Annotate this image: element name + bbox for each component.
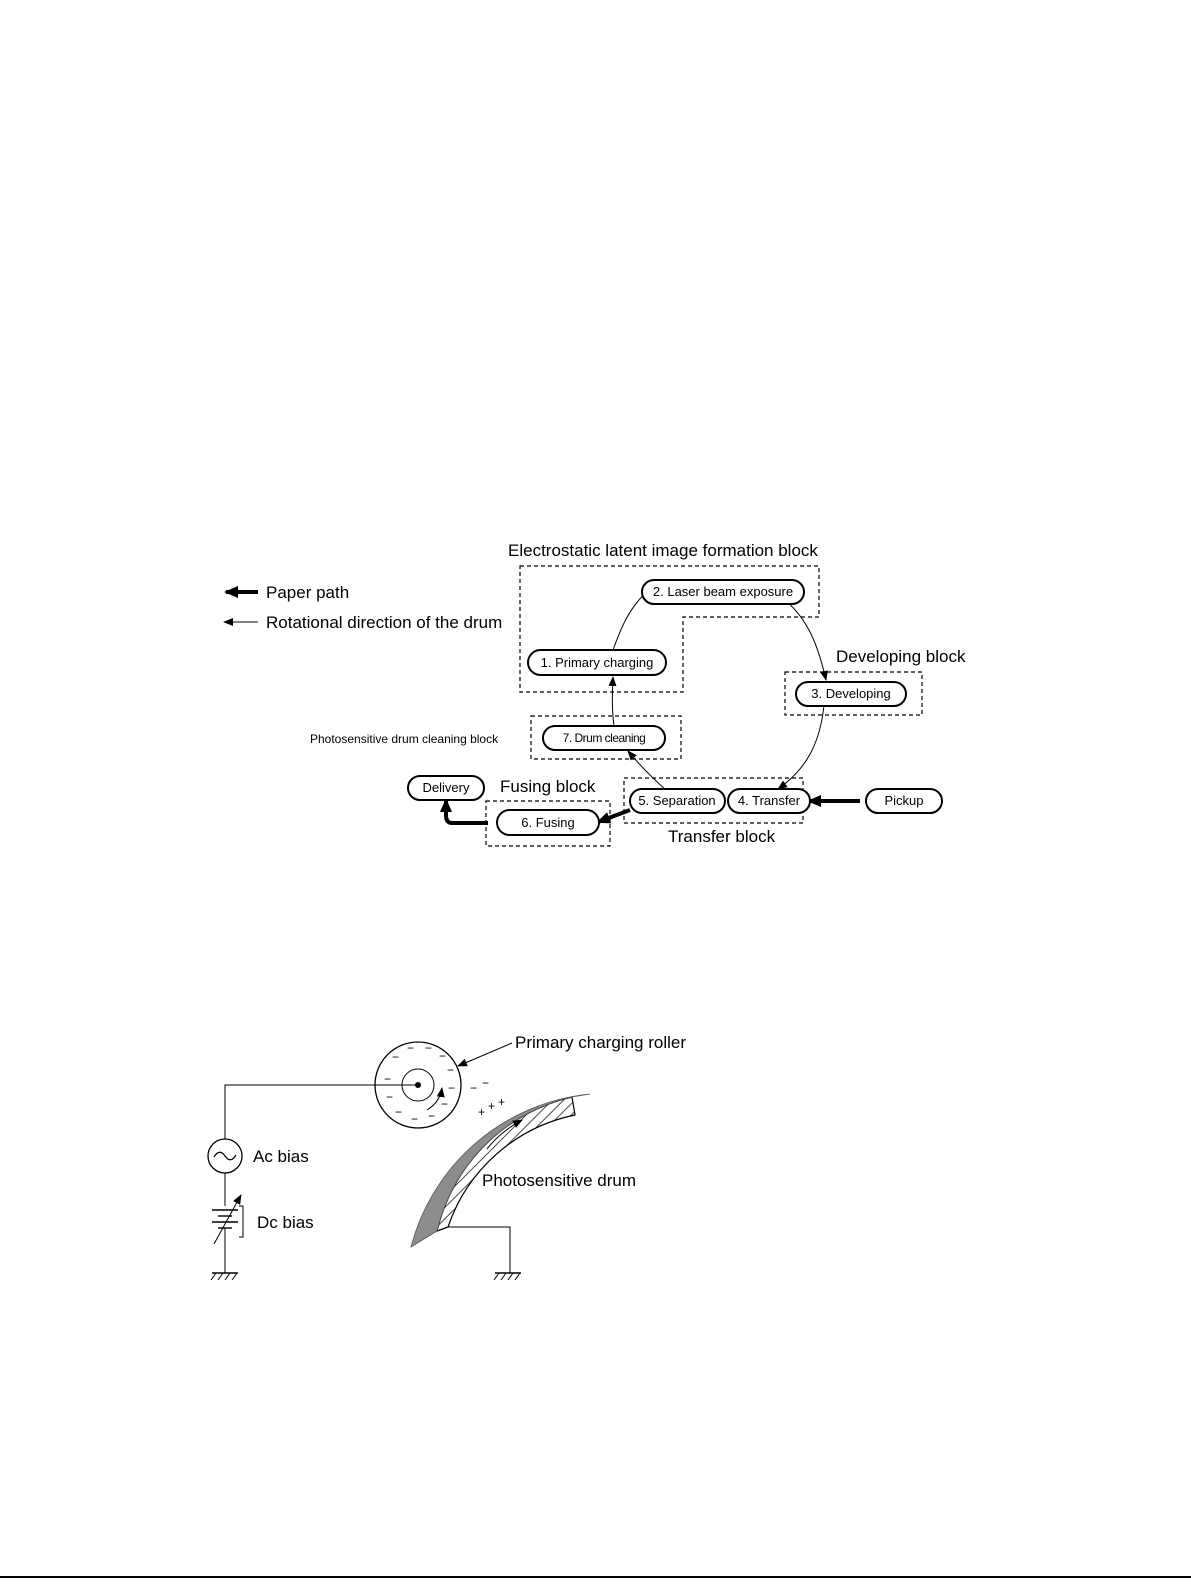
dc-source-icon	[212, 1194, 242, 1245]
roller-label: Primary charging roller	[515, 1033, 686, 1052]
transfer-block-title: Transfer block	[668, 827, 776, 846]
roller-leader-arrow	[457, 1042, 513, 1067]
rotation-arrow-7-to-1	[608, 676, 617, 727]
step-label: 6. Fusing	[521, 815, 574, 830]
drum-charge-plus: +	[498, 1095, 505, 1109]
drum-ground-wire	[448, 1226, 511, 1273]
step-label: 7. Drum cleaning	[563, 731, 646, 745]
dc-bias-label: Dc bias	[257, 1213, 314, 1232]
image-formation-flow: Paper path Rotational direction of the d…	[223, 541, 966, 847]
latent-block-title: Electrostatic latent image formation blo…	[508, 541, 818, 560]
svg-text:−: −	[447, 1063, 454, 1077]
step-label: 1. Primary charging	[541, 655, 654, 670]
endpoint-delivery: Delivery	[407, 775, 485, 801]
latent-block-outline	[519, 565, 820, 693]
step-drum-cleaning: 7. Drum cleaning	[542, 725, 666, 751]
legend-rotation: Rotational direction of the drum	[266, 613, 502, 632]
svg-text:−: −	[439, 1049, 446, 1063]
svg-text:−: −	[407, 1041, 414, 1055]
step-label: 5. Separation	[638, 793, 715, 808]
svg-text:−: −	[395, 1105, 402, 1119]
drum-charge-minus: −	[470, 1081, 477, 1095]
dc-bias-bracket	[239, 1205, 244, 1238]
roller-rotation-arrow	[426, 1087, 445, 1111]
paper-path-fusing-to-delivery	[440, 798, 488, 825]
svg-text:−: −	[441, 1097, 448, 1111]
step-fusing: 6. Fusing	[496, 809, 600, 836]
drum-charge-minus: −	[482, 1076, 489, 1090]
step-separation: 5. Separation	[629, 788, 726, 814]
legend: Paper path Rotational direction of the d…	[223, 583, 502, 632]
bias-ground-icon	[210, 1272, 238, 1281]
legend-paper-path: Paper path	[266, 583, 349, 602]
endpoint-label: Pickup	[884, 793, 923, 808]
drum-ground-icon	[493, 1272, 521, 1281]
step-primary-charging: 1. Primary charging	[527, 649, 667, 676]
developing-block-outline	[784, 671, 923, 716]
svg-text:−: −	[428, 1109, 435, 1123]
primary-charging-diagram: + + + − − − − − − − − − − −	[207, 1033, 686, 1281]
rotation-arrow-2-to-3	[785, 600, 828, 681]
step-label: 2. Laser beam exposure	[653, 584, 793, 599]
drum-label: Photosensitive drum	[482, 1171, 636, 1190]
drum-surface	[410, 1093, 591, 1248]
svg-text:−: −	[386, 1090, 393, 1104]
endpoint-label: Delivery	[423, 780, 470, 795]
paper-path-separation-to-fusing	[596, 808, 631, 824]
bias-wire-top	[224, 1084, 418, 1139]
rotation-arrow-transfer-to-7	[627, 750, 667, 791]
page-footer-rule	[0, 1576, 1191, 1578]
rotation-arrow-3-to-4	[777, 704, 825, 790]
step-label: 4. Transfer	[738, 793, 801, 808]
svg-text:−: −	[448, 1081, 455, 1095]
step-label: 3. Developing	[811, 686, 891, 701]
developing-block-title: Developing block	[836, 647, 966, 666]
drum-rotation-arrow	[486, 1119, 523, 1150]
svg-text:−: −	[384, 1072, 391, 1086]
endpoint-pickup: Pickup	[865, 788, 943, 814]
drum-charge-plus: +	[488, 1099, 495, 1113]
fusing-block-title: Fusing block	[500, 777, 596, 796]
svg-text:−: −	[411, 1112, 418, 1126]
ac-source-icon	[207, 1138, 243, 1174]
drum-charge-plus: +	[478, 1105, 485, 1119]
cleaning-block-outline	[530, 715, 682, 760]
cleaning-block-title: Photosensitive drum cleaning block	[310, 732, 499, 746]
step-developing: 3. Developing	[795, 681, 907, 707]
step-transfer: 4. Transfer	[727, 788, 811, 814]
step-laser-exposure: 2. Laser beam exposure	[641, 579, 805, 605]
svg-text:−: −	[425, 1041, 432, 1055]
ac-bias-label: Ac bias	[253, 1147, 309, 1166]
svg-text:−: −	[392, 1050, 399, 1064]
